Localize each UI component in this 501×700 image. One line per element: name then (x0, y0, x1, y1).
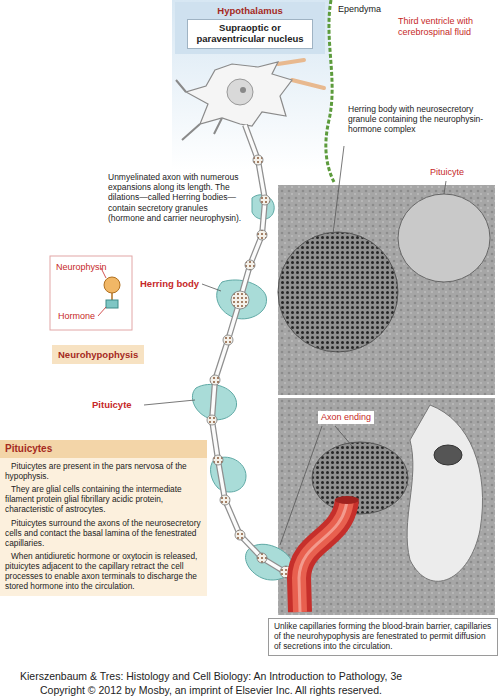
capillary-lumen (407, 405, 482, 581)
inset-frame (50, 256, 132, 330)
cell-label: Pituicyte (430, 167, 464, 178)
complex-link (111, 293, 113, 300)
molecule-label: Neurophysin (56, 262, 107, 273)
pituicyte-processes (192, 195, 292, 580)
structure-label: Herring body (140, 278, 199, 289)
mitochondrion (434, 445, 462, 465)
capillary-highlight (299, 500, 347, 612)
panel-paragraph: Pituicytes surround the axons of the neu… (0, 518, 207, 548)
capillary-wall (299, 500, 347, 612)
panel-paragraph: They are glial cells containing the inte… (0, 484, 207, 514)
nucleolus (240, 87, 246, 93)
cell-label: Pituicyte (92, 399, 132, 410)
note-box: Unlike capillaries forming the blood-bra… (268, 618, 498, 656)
panel-paragraph: When antidiuretic hormone or oxytocin is… (0, 551, 207, 591)
nucleus-box: Supraoptic or paraventricular nucleus (187, 19, 313, 49)
note-text: Unlike capillaries forming the blood-bra… (274, 622, 492, 652)
region-box: Neurohypophysis (52, 345, 144, 364)
structure-label: Ependyma (338, 4, 381, 15)
electron-micrograph (278, 398, 495, 615)
nucleus (227, 79, 253, 105)
callout-note: Herring body with neurosecretory granule… (348, 104, 488, 135)
panel-paragraph: Pituicytes are present in the pars nervo… (0, 461, 207, 481)
region-heading: Hypothalamus (175, 5, 325, 16)
nucleus-name: Supraoptic or paraventricular nucleus (192, 23, 308, 45)
region-name: Neurohypophysis (58, 349, 138, 360)
copyright-line: Copyright © 2012 by Mosby, an imprint of… (40, 684, 382, 697)
structure-label: Axon ending (318, 411, 374, 424)
ependyma-lining (326, 0, 334, 182)
info-panel: PituicytesPituicytes are present in the … (0, 440, 207, 596)
pituicyte-micrograph (398, 194, 490, 282)
copyright-line: Kierszenbaum & Tres: Histology and Cell … (20, 670, 402, 683)
capillary-opening (335, 496, 359, 504)
panel-heading: Pituicytes (0, 440, 207, 458)
region-panel: HypothalamusSupraoptic or paraventricula… (175, 2, 325, 54)
neurophysin-symbol (104, 277, 120, 293)
leader-lines (98, 268, 106, 316)
neuron-cell-body (186, 62, 292, 126)
callout-note: Unmyelinated axon with numerous expansio… (108, 172, 244, 223)
electron-micrograph (278, 185, 495, 395)
capillary (299, 500, 347, 612)
axon-ending-micrograph (312, 442, 408, 514)
molecule-label: Hormone (58, 311, 95, 322)
hormone-symbol (106, 300, 118, 308)
herring-body-micrograph (278, 232, 398, 352)
structure-label: Third ventricle with cerebrospinal fluid (398, 16, 496, 38)
